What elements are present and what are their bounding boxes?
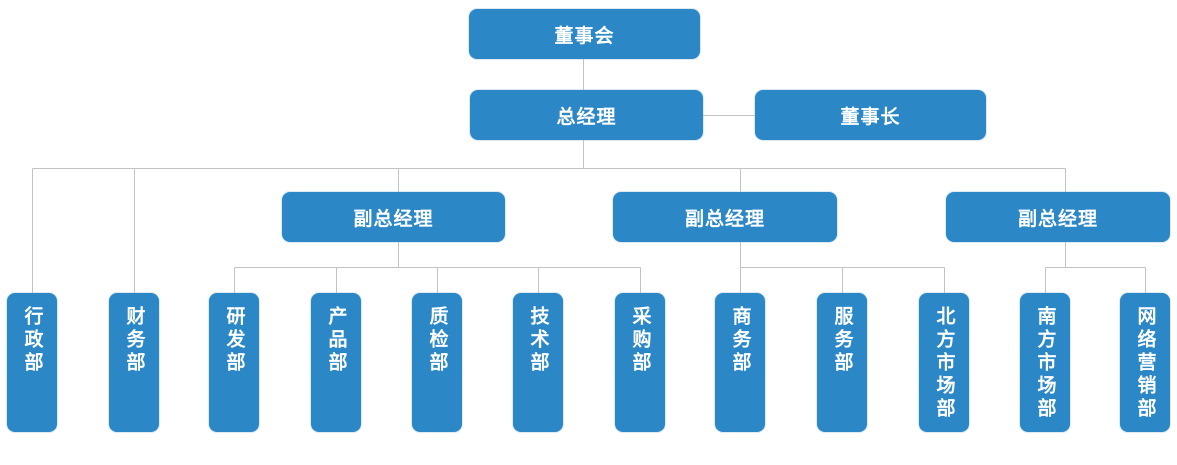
node-dept-product[interactable]: 产品部 bbox=[311, 293, 361, 432]
node-dept-north-market[interactable]: 北方市场部 bbox=[919, 293, 969, 432]
node-vice-gm-2-label: 副总经理 bbox=[684, 207, 765, 230]
node-dept-business[interactable]: 商务部 bbox=[715, 293, 765, 432]
node-vice-gm-1-label: 副总经理 bbox=[353, 207, 434, 230]
node-vice-gm-1[interactable]: 副总经理 bbox=[282, 192, 505, 242]
node-dept-technology[interactable]: 技术部 bbox=[513, 293, 563, 432]
node-dept-product-label: 产品部 bbox=[325, 306, 348, 375]
node-dept-purchasing-label: 采购部 bbox=[629, 306, 652, 375]
node-dept-purchasing[interactable]: 采购部 bbox=[615, 293, 665, 432]
node-board[interactable]: 董事会 bbox=[469, 9, 700, 59]
node-general-manager[interactable]: 总经理 bbox=[470, 90, 703, 140]
node-board-label: 董事会 bbox=[554, 24, 615, 47]
node-dept-online-marketing-label: 网络营销部 bbox=[1134, 306, 1157, 421]
node-chairman[interactable]: 董事长 bbox=[755, 90, 986, 140]
node-dept-service-label: 服务部 bbox=[831, 306, 854, 375]
node-dept-business-label: 商务部 bbox=[729, 306, 752, 375]
node-chairman-label: 董事长 bbox=[840, 105, 901, 128]
node-dept-admin[interactable]: 行政部 bbox=[7, 293, 57, 432]
node-dept-technology-label: 技术部 bbox=[527, 306, 550, 375]
node-vice-gm-2[interactable]: 副总经理 bbox=[613, 192, 837, 242]
node-dept-quality-label: 质检部 bbox=[426, 306, 449, 375]
node-dept-north-market-label: 北方市场部 bbox=[933, 306, 956, 421]
node-dept-online-marketing[interactable]: 网络营销部 bbox=[1120, 293, 1170, 432]
node-dept-quality[interactable]: 质检部 bbox=[412, 293, 462, 432]
node-dept-service[interactable]: 服务部 bbox=[817, 293, 867, 432]
node-vice-gm-3-label: 副总经理 bbox=[1017, 207, 1098, 230]
node-vice-gm-3[interactable]: 副总经理 bbox=[946, 192, 1170, 242]
node-dept-finance-label: 财务部 bbox=[123, 306, 146, 375]
node-dept-rnd[interactable]: 研发部 bbox=[209, 293, 259, 432]
node-dept-south-market[interactable]: 南方市场部 bbox=[1020, 293, 1070, 432]
node-general-manager-label: 总经理 bbox=[556, 105, 617, 128]
node-dept-admin-label: 行政部 bbox=[21, 306, 44, 375]
node-dept-rnd-label: 研发部 bbox=[223, 306, 246, 375]
node-dept-finance[interactable]: 财务部 bbox=[109, 293, 159, 432]
node-dept-south-market-label: 南方市场部 bbox=[1034, 306, 1057, 421]
